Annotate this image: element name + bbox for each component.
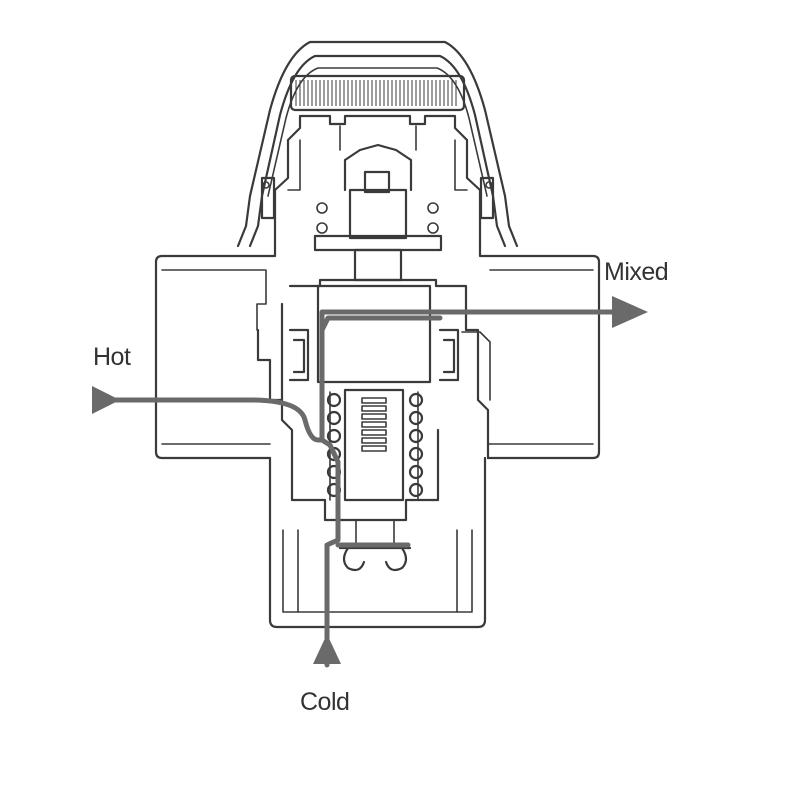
mixing-chamber [256, 278, 491, 522]
cold-flow-path [313, 437, 411, 668]
spindle [313, 125, 443, 282]
thermostatic-element [329, 388, 419, 502]
mixed-outlet-arrow [612, 296, 648, 328]
knurled-knob [289, 74, 466, 112]
bonnet [260, 114, 495, 248]
cold-inlet-arrow [313, 634, 341, 664]
mixed-flow-path [319, 296, 648, 333]
cold-label: Cold [300, 688, 350, 716]
hot-inlet-arrow [92, 386, 120, 414]
valve-plug [338, 519, 412, 572]
valve-body [154, 244, 601, 629]
mixed-label: Mixed [604, 258, 669, 286]
spring [326, 392, 424, 498]
hot-label: Hot [93, 343, 131, 371]
hot-flow-path [92, 315, 443, 443]
